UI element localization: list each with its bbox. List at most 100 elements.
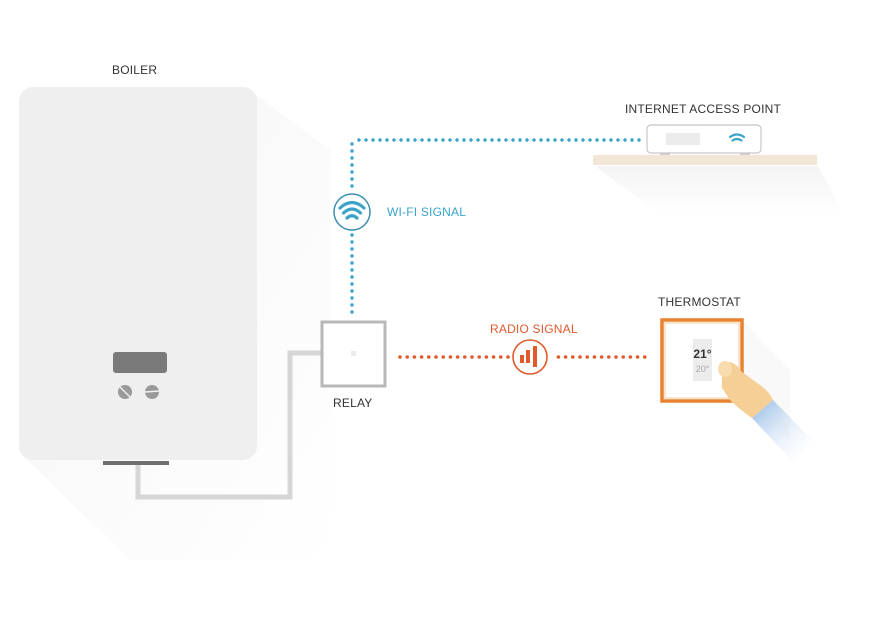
signal-dot	[483, 138, 487, 142]
thermostat-set-temp: 20°	[696, 364, 710, 374]
signal-dot	[350, 310, 354, 314]
signal-dot	[350, 177, 354, 181]
signal-dot	[350, 149, 354, 153]
signal-dot	[581, 138, 585, 142]
signal-dot	[392, 138, 396, 142]
signal-dot	[470, 355, 474, 359]
signal-dot	[595, 138, 599, 142]
router-wifi-icon	[728, 133, 746, 142]
signal-dot	[588, 138, 592, 142]
signal-dot	[553, 138, 557, 142]
signal-dot	[455, 355, 460, 359]
signal-dot	[350, 289, 354, 293]
signal-dot	[371, 138, 375, 142]
signal-dot	[434, 138, 438, 142]
signal-dot	[567, 138, 571, 142]
signal-dot	[630, 138, 634, 142]
internet-access-point-label: INTERNET ACCESS POINT	[625, 102, 782, 116]
signal-dot	[378, 138, 382, 142]
signal-dot	[599, 355, 604, 359]
signal-dot	[518, 138, 522, 142]
signal-dot	[560, 138, 564, 142]
boiler-relay-cable	[135, 350, 323, 500]
signal-dot	[635, 355, 640, 359]
signal-dot	[616, 138, 620, 142]
signal-dot	[350, 296, 354, 300]
signal-dot	[585, 355, 589, 359]
signal-dot	[350, 142, 354, 146]
signal-dot	[621, 355, 625, 359]
wifi-signal-icon	[333, 193, 371, 231]
shelf	[593, 155, 817, 165]
signal-dot	[462, 138, 466, 142]
signal-dot	[455, 138, 459, 142]
relay	[320, 320, 387, 388]
relay-led	[351, 351, 356, 356]
signal-dot	[539, 138, 543, 142]
signal-dot	[499, 355, 503, 359]
signal-dot	[506, 355, 510, 359]
hand	[718, 361, 812, 462]
sleeve	[752, 400, 812, 462]
wifi-signal-path	[350, 138, 641, 314]
signal-dot	[427, 355, 431, 359]
signal-dot	[490, 138, 494, 142]
signal-dot	[556, 355, 561, 359]
signal-dot	[420, 138, 424, 142]
internet-access-point	[646, 124, 762, 155]
signal-dot	[469, 138, 473, 142]
signal-dot	[476, 138, 480, 142]
router-body	[646, 124, 762, 154]
signal-dot	[412, 355, 417, 359]
signal-dot	[406, 138, 410, 142]
signal-dot	[350, 254, 354, 258]
signal-dot	[419, 355, 424, 359]
signal-dot	[546, 138, 550, 142]
signal-dot	[350, 247, 354, 251]
signal-dot	[434, 355, 438, 359]
signal-dot	[574, 138, 578, 142]
signal-dot	[385, 138, 389, 142]
signal-dot	[614, 355, 618, 359]
signal-dot	[350, 233, 354, 237]
signal-dot	[350, 156, 354, 160]
signal-dot	[628, 355, 633, 359]
boiler-knob-left	[118, 385, 132, 399]
signal-dot	[491, 355, 496, 359]
router-display	[666, 133, 700, 145]
signal-dot	[602, 138, 606, 142]
signal-dot	[350, 303, 354, 307]
signal-dot	[441, 355, 446, 359]
signal-dot	[463, 355, 467, 359]
signal-dot	[364, 138, 368, 142]
signal-dot	[350, 275, 354, 279]
signal-dot	[350, 240, 354, 244]
signal-dot	[350, 170, 354, 174]
boiler-label: BOILER	[112, 63, 158, 77]
signal-dot	[637, 138, 641, 142]
signal-dot	[497, 138, 501, 142]
signal-dot	[350, 268, 354, 272]
wifi-signal-label: WI-FI SIGNAL	[387, 205, 467, 219]
thermostat-label: THERMOSTAT	[658, 295, 741, 309]
signal-dot	[643, 355, 647, 359]
signal-dot	[350, 184, 354, 188]
shelf-shadow	[595, 166, 845, 215]
signal-dot	[350, 163, 354, 167]
signal-dot	[350, 261, 354, 265]
signal-dot	[357, 138, 361, 142]
boiler-body	[19, 87, 257, 460]
signal-dot	[448, 138, 452, 142]
hand-palm	[720, 362, 773, 418]
signal-dot	[398, 355, 402, 359]
signal-dot	[532, 138, 536, 142]
signal-dot	[441, 138, 445, 142]
signal-dot	[563, 355, 568, 359]
boiler-bottom-connector	[103, 461, 169, 465]
boiler	[19, 87, 257, 465]
signal-dot	[578, 355, 582, 359]
radio-signal-label: RADIO SIGNAL	[490, 322, 578, 336]
radio-signal-path	[398, 355, 647, 359]
signal-dot	[413, 138, 417, 142]
